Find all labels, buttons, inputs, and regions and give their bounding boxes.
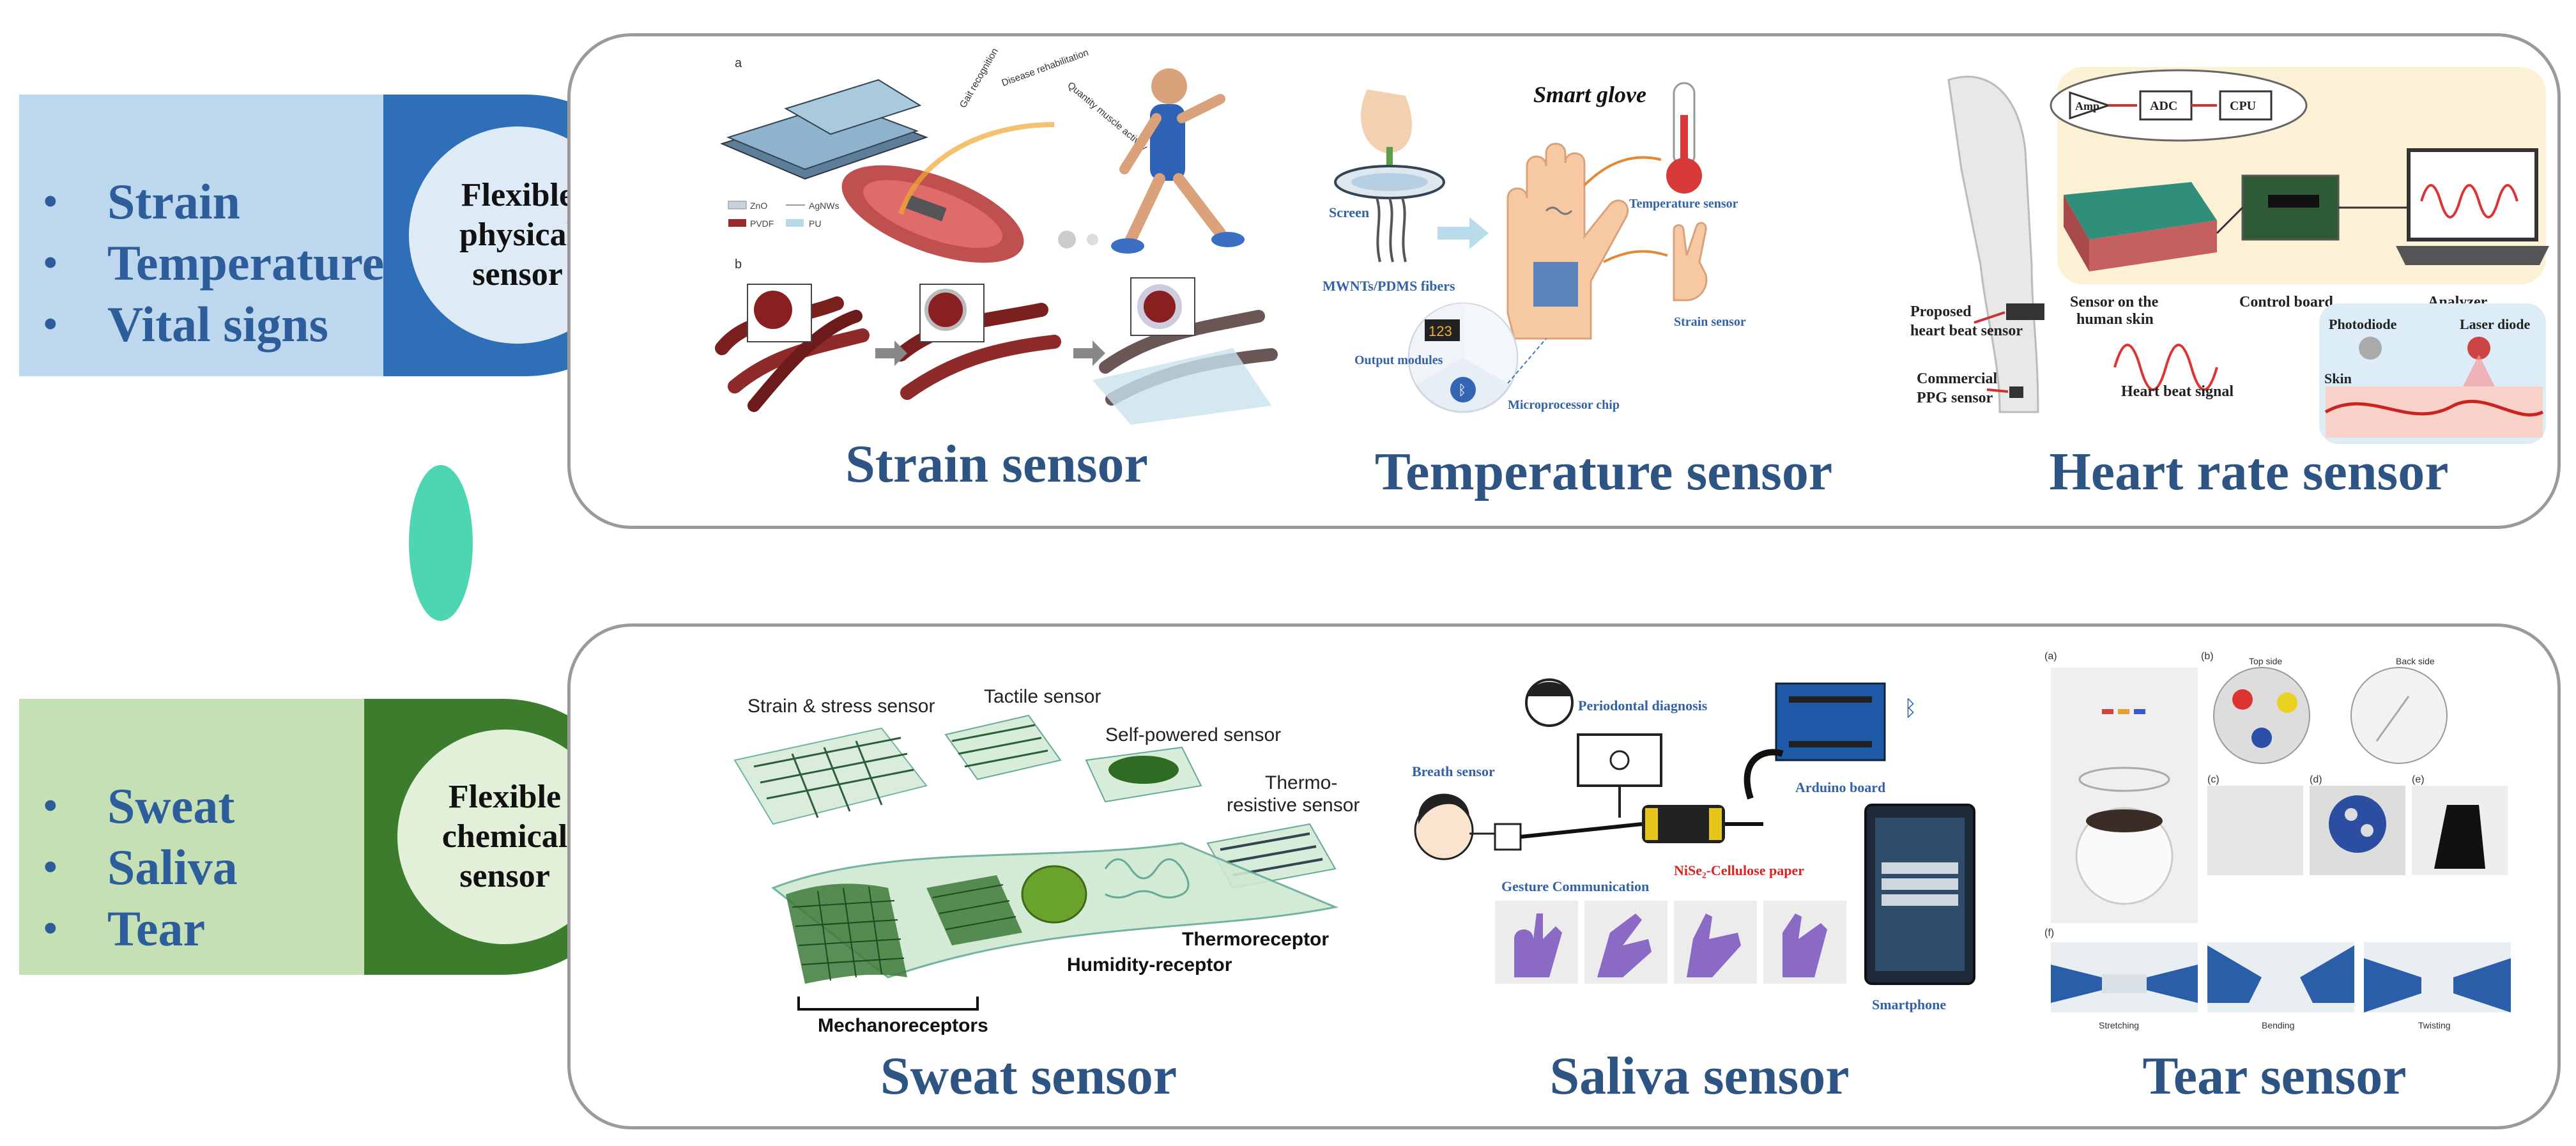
saliva-sensor-caption: Saliva sensor	[1549, 1046, 1850, 1106]
svg-text:NiSe₂-Cellulose paper: NiSe₂-Cellulose paper	[1674, 862, 1804, 878]
svg-text:Top side: Top side	[2249, 656, 2282, 666]
bullet-saliva: Saliva	[43, 837, 238, 898]
svg-text:Control board: Control board	[2239, 294, 2334, 310]
heart-rate-sensor-caption: Heart rate sensor	[2049, 442, 2449, 501]
svg-text:Back side: Back side	[2396, 656, 2435, 666]
temperature-sensor-figure: Smart glove Screen MWNTs/PDMS fibers Tem…	[1316, 70, 1827, 428]
svg-text:Breath sensor: Breath sensor	[1412, 763, 1495, 779]
svg-text:Mechanoreceptors: Mechanoreceptors	[818, 1015, 988, 1035]
svg-text:(e): (e)	[2412, 774, 2425, 785]
bullet-vital-signs: Vital signs	[43, 294, 384, 355]
chemical-bullet-list: Sweat Saliva Tear	[43, 775, 238, 959]
sweat-sensor-figure: Strain & stress sensor Tactile sensor Se…	[696, 677, 1399, 1035]
svg-text:Proposed: Proposed	[1910, 303, 1972, 320]
svg-text:Gesture Communication: Gesture Communication	[1501, 878, 1649, 894]
svg-text:PVDF: PVDF	[750, 218, 774, 229]
svg-text:heart beat sensor: heart beat sensor	[1910, 323, 2023, 339]
saliva-sensor-figure: Periodontal diagnosis ᛒ Arduino board Br…	[1406, 671, 1981, 1041]
svg-text:ZnO: ZnO	[750, 201, 767, 211]
bullet-sweat: Sweat	[43, 775, 238, 837]
physical-bullet-list: Strain Temperature Vital signs	[43, 171, 384, 355]
svg-text:Smartphone: Smartphone	[1872, 997, 1946, 1012]
svg-text:Thermo-: Thermo-	[1265, 772, 1337, 793]
svg-text:Tactile sensor: Tactile sensor	[984, 686, 1101, 707]
svg-text:(d): (d)	[2310, 774, 2322, 785]
svg-text:Heart beat signal: Heart beat signal	[2121, 383, 2234, 400]
svg-text:Twisting: Twisting	[2418, 1020, 2451, 1030]
svg-text:MWNTs/PDMS fibers: MWNTs/PDMS fibers	[1322, 278, 1455, 294]
svg-text:Disease rehabilitation: Disease rehabilitation	[1000, 48, 1091, 89]
svg-text:Humidity-receptor: Humidity-receptor	[1067, 954, 1232, 975]
svg-text:PPG sensor: PPG sensor	[1917, 390, 1993, 406]
svg-text:Smart glove: Smart glove	[1533, 82, 1646, 107]
svg-text:Gait recognition: Gait recognition	[958, 48, 1000, 110]
svg-text:Stretching: Stretching	[2099, 1020, 2139, 1030]
svg-text:Arduino board: Arduino board	[1795, 779, 1885, 795]
svg-text:Amp: Amp	[2075, 100, 2099, 112]
svg-text:Skin: Skin	[2324, 371, 2352, 386]
svg-text:Commercial: Commercial	[1917, 371, 1998, 387]
strain-sensor-figure: a Gait recognition Disease rehabilitatio…	[709, 48, 1284, 431]
svg-text:Periodontal diagnosis: Periodontal diagnosis	[1578, 698, 1708, 714]
svg-text:Temperature sensor: Temperature sensor	[1629, 197, 1738, 211]
bullet-strain: Strain	[43, 171, 384, 233]
svg-text:PU: PU	[809, 218, 821, 229]
temperature-sensor-caption: Temperature sensor	[1374, 442, 1833, 501]
svg-text:Self-powered sensor: Self-powered sensor	[1105, 724, 1281, 745]
svg-text:Screen: Screen	[1329, 204, 1369, 220]
svg-text:Strain sensor: Strain sensor	[1674, 315, 1746, 329]
svg-text:Bending: Bending	[2262, 1020, 2294, 1030]
heart-rate-sensor-figure: Amp ADC CPU Sensor on the human skin Con…	[1910, 54, 2549, 450]
svg-text:Thermoreceptor: Thermoreceptor	[1182, 929, 1329, 950]
svg-text:(a): (a)	[2044, 651, 2057, 662]
svg-text:Sensor on the: Sensor on the	[2070, 294, 2159, 310]
svg-text:Photodiode: Photodiode	[2329, 316, 2397, 332]
svg-text:Microprocessor chip: Microprocessor chip	[1508, 398, 1620, 412]
tear-sensor-figure: (a) (b) Top side Back side (c) (d) (e) (…	[2038, 645, 2536, 1041]
svg-text:ᛒ: ᛒ	[1458, 382, 1466, 398]
svg-text:Strain & stress sensor: Strain & stress sensor	[747, 696, 935, 717]
svg-text:ADC: ADC	[2150, 99, 2177, 113]
bullet-temperature: Temperature	[43, 233, 384, 294]
svg-text:human skin: human skin	[2076, 311, 2154, 328]
tear-sensor-caption: Tear sensor	[2142, 1046, 2407, 1106]
strain-sensor-caption: Strain sensor	[845, 434, 1148, 494]
svg-text:(c): (c)	[2207, 774, 2220, 785]
svg-text:CPU: CPU	[2230, 99, 2256, 113]
svg-text:Output modules: Output modules	[1354, 353, 1443, 367]
svg-text:(f): (f)	[2044, 928, 2054, 938]
svg-text:AgNWs: AgNWs	[809, 201, 839, 211]
svg-text:(b): (b)	[2201, 651, 2214, 662]
connector-oval	[409, 465, 473, 621]
svg-text:123: 123	[1429, 323, 1452, 339]
svg-text:ᛒ: ᛒ	[1904, 696, 1917, 721]
bullet-tear: Tear	[43, 898, 238, 959]
fig-label-b: b	[735, 257, 742, 271]
svg-text:resistive sensor: resistive sensor	[1227, 795, 1360, 816]
svg-text:Laser diode: Laser diode	[2460, 316, 2530, 332]
sweat-sensor-caption: Sweat sensor	[880, 1046, 1177, 1106]
fig-label-a: a	[735, 56, 742, 70]
